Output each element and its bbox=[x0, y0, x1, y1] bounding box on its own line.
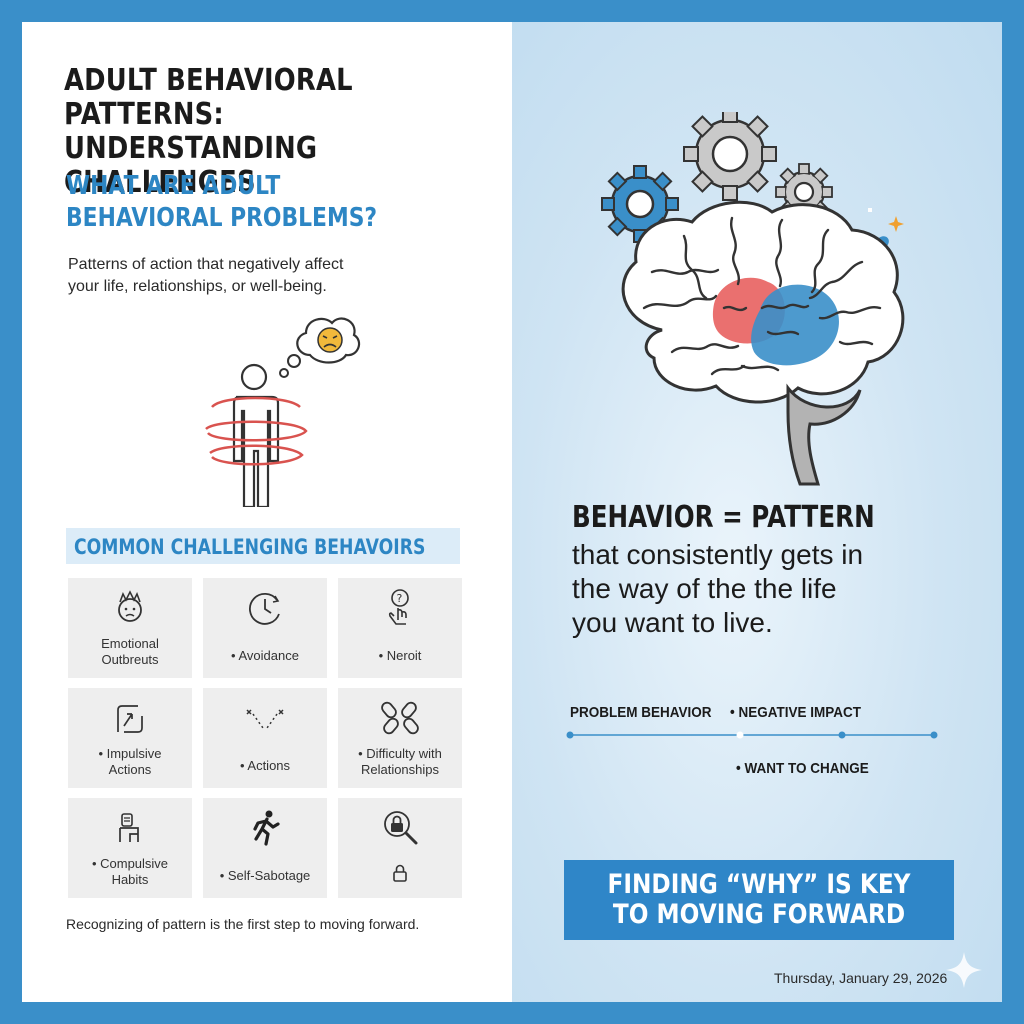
tile-label: • Avoidance bbox=[231, 648, 299, 663]
behavior-grid: Emotional Outbreuts • Avoidance ? bbox=[68, 578, 462, 898]
angry-face-icon bbox=[118, 590, 142, 622]
clock-icon bbox=[249, 593, 280, 625]
impulse-arrow-icon bbox=[117, 705, 143, 733]
running-person-icon bbox=[253, 810, 280, 846]
gear-icon bbox=[683, 112, 777, 201]
date-label: Thursday, January 29, 2026 bbox=[774, 970, 948, 986]
lock-icon bbox=[393, 864, 407, 882]
tile-avoidance: • Avoidance bbox=[203, 578, 327, 678]
footnote: Recognizing of pattern is the first step… bbox=[66, 916, 420, 932]
tile-compulsive-habits: • Compulsive Habits bbox=[68, 798, 192, 898]
tile-difficulty-relationships: • Difficulty with Relationships bbox=[338, 688, 462, 788]
flow-step-problem-behavior: PROBLEM BEHAVIOR bbox=[570, 704, 712, 721]
tile-label: Emotional Outbreuts bbox=[101, 636, 159, 667]
tile-label: • Self-Sabotage bbox=[219, 868, 311, 883]
infographic-frame: ADULT BEHAVIORAL PATTERNS: UNDERSTANDING… bbox=[22, 22, 1002, 1002]
broken-chain-icon bbox=[381, 701, 419, 735]
scattered-arrows-icon bbox=[246, 709, 284, 729]
key-message-banner: FINDING “WHY” IS KEY TO MOVING FORWARD bbox=[564, 860, 954, 940]
tile-self-sabotage: • Self-Sabotage bbox=[203, 798, 327, 898]
tile-impulsive-actions: • Impulsive Actions bbox=[68, 688, 192, 788]
tile-label: • Impulsive Actions bbox=[98, 746, 162, 777]
tile-neroit: ? • Neroit bbox=[338, 578, 462, 678]
tile-label: • Neroit bbox=[378, 648, 422, 663]
page-title: ADULT BEHAVIORAL PATTERNS: UNDERSTANDING… bbox=[64, 63, 353, 200]
tile-label: • Actions bbox=[239, 758, 291, 773]
lock-magnifier-icon bbox=[384, 811, 418, 845]
common-behaviors-heading: COMMON CHALLENGING BEHAVOIRS bbox=[66, 528, 460, 564]
definition-heading: WHAT ARE ADULT BEHAVIORAL PROBLEMS? bbox=[66, 171, 378, 233]
stressed-person-icon bbox=[205, 317, 361, 507]
behavior-text: that consistently gets in the way of the… bbox=[572, 539, 864, 638]
flow-step-negative-impact: • NEGATIVE IMPACT bbox=[730, 704, 861, 721]
svg-text:?: ? bbox=[397, 592, 403, 605]
left-panel: ADULT BEHAVIORAL PATTERNS: UNDERSTANDING… bbox=[22, 22, 512, 1002]
tile-emotional-outbursts: Emotional Outbreuts bbox=[68, 578, 192, 678]
brain-gears-icon bbox=[601, 112, 905, 486]
right-panel: BEHAVIOR = PATTERN that consistently get… bbox=[512, 22, 1002, 1002]
question-hand-icon: ? bbox=[388, 589, 409, 625]
flow-timeline bbox=[566, 731, 938, 739]
tile-label: • Difficulty with Relationships bbox=[358, 746, 442, 777]
tile-actions: • Actions bbox=[203, 688, 327, 788]
tile-lock-search bbox=[338, 798, 462, 898]
tile-label: • Compulsive Habits bbox=[91, 856, 169, 887]
behavior-title: BEHAVIOR = PATTERN bbox=[572, 500, 875, 535]
flow-step-want-to-change: • WANT TO CHANGE bbox=[736, 760, 869, 777]
definition-text: Patterns of action that negatively affec… bbox=[68, 256, 344, 295]
sitting-person-icon bbox=[119, 813, 139, 842]
sparkle-icon bbox=[946, 952, 982, 988]
